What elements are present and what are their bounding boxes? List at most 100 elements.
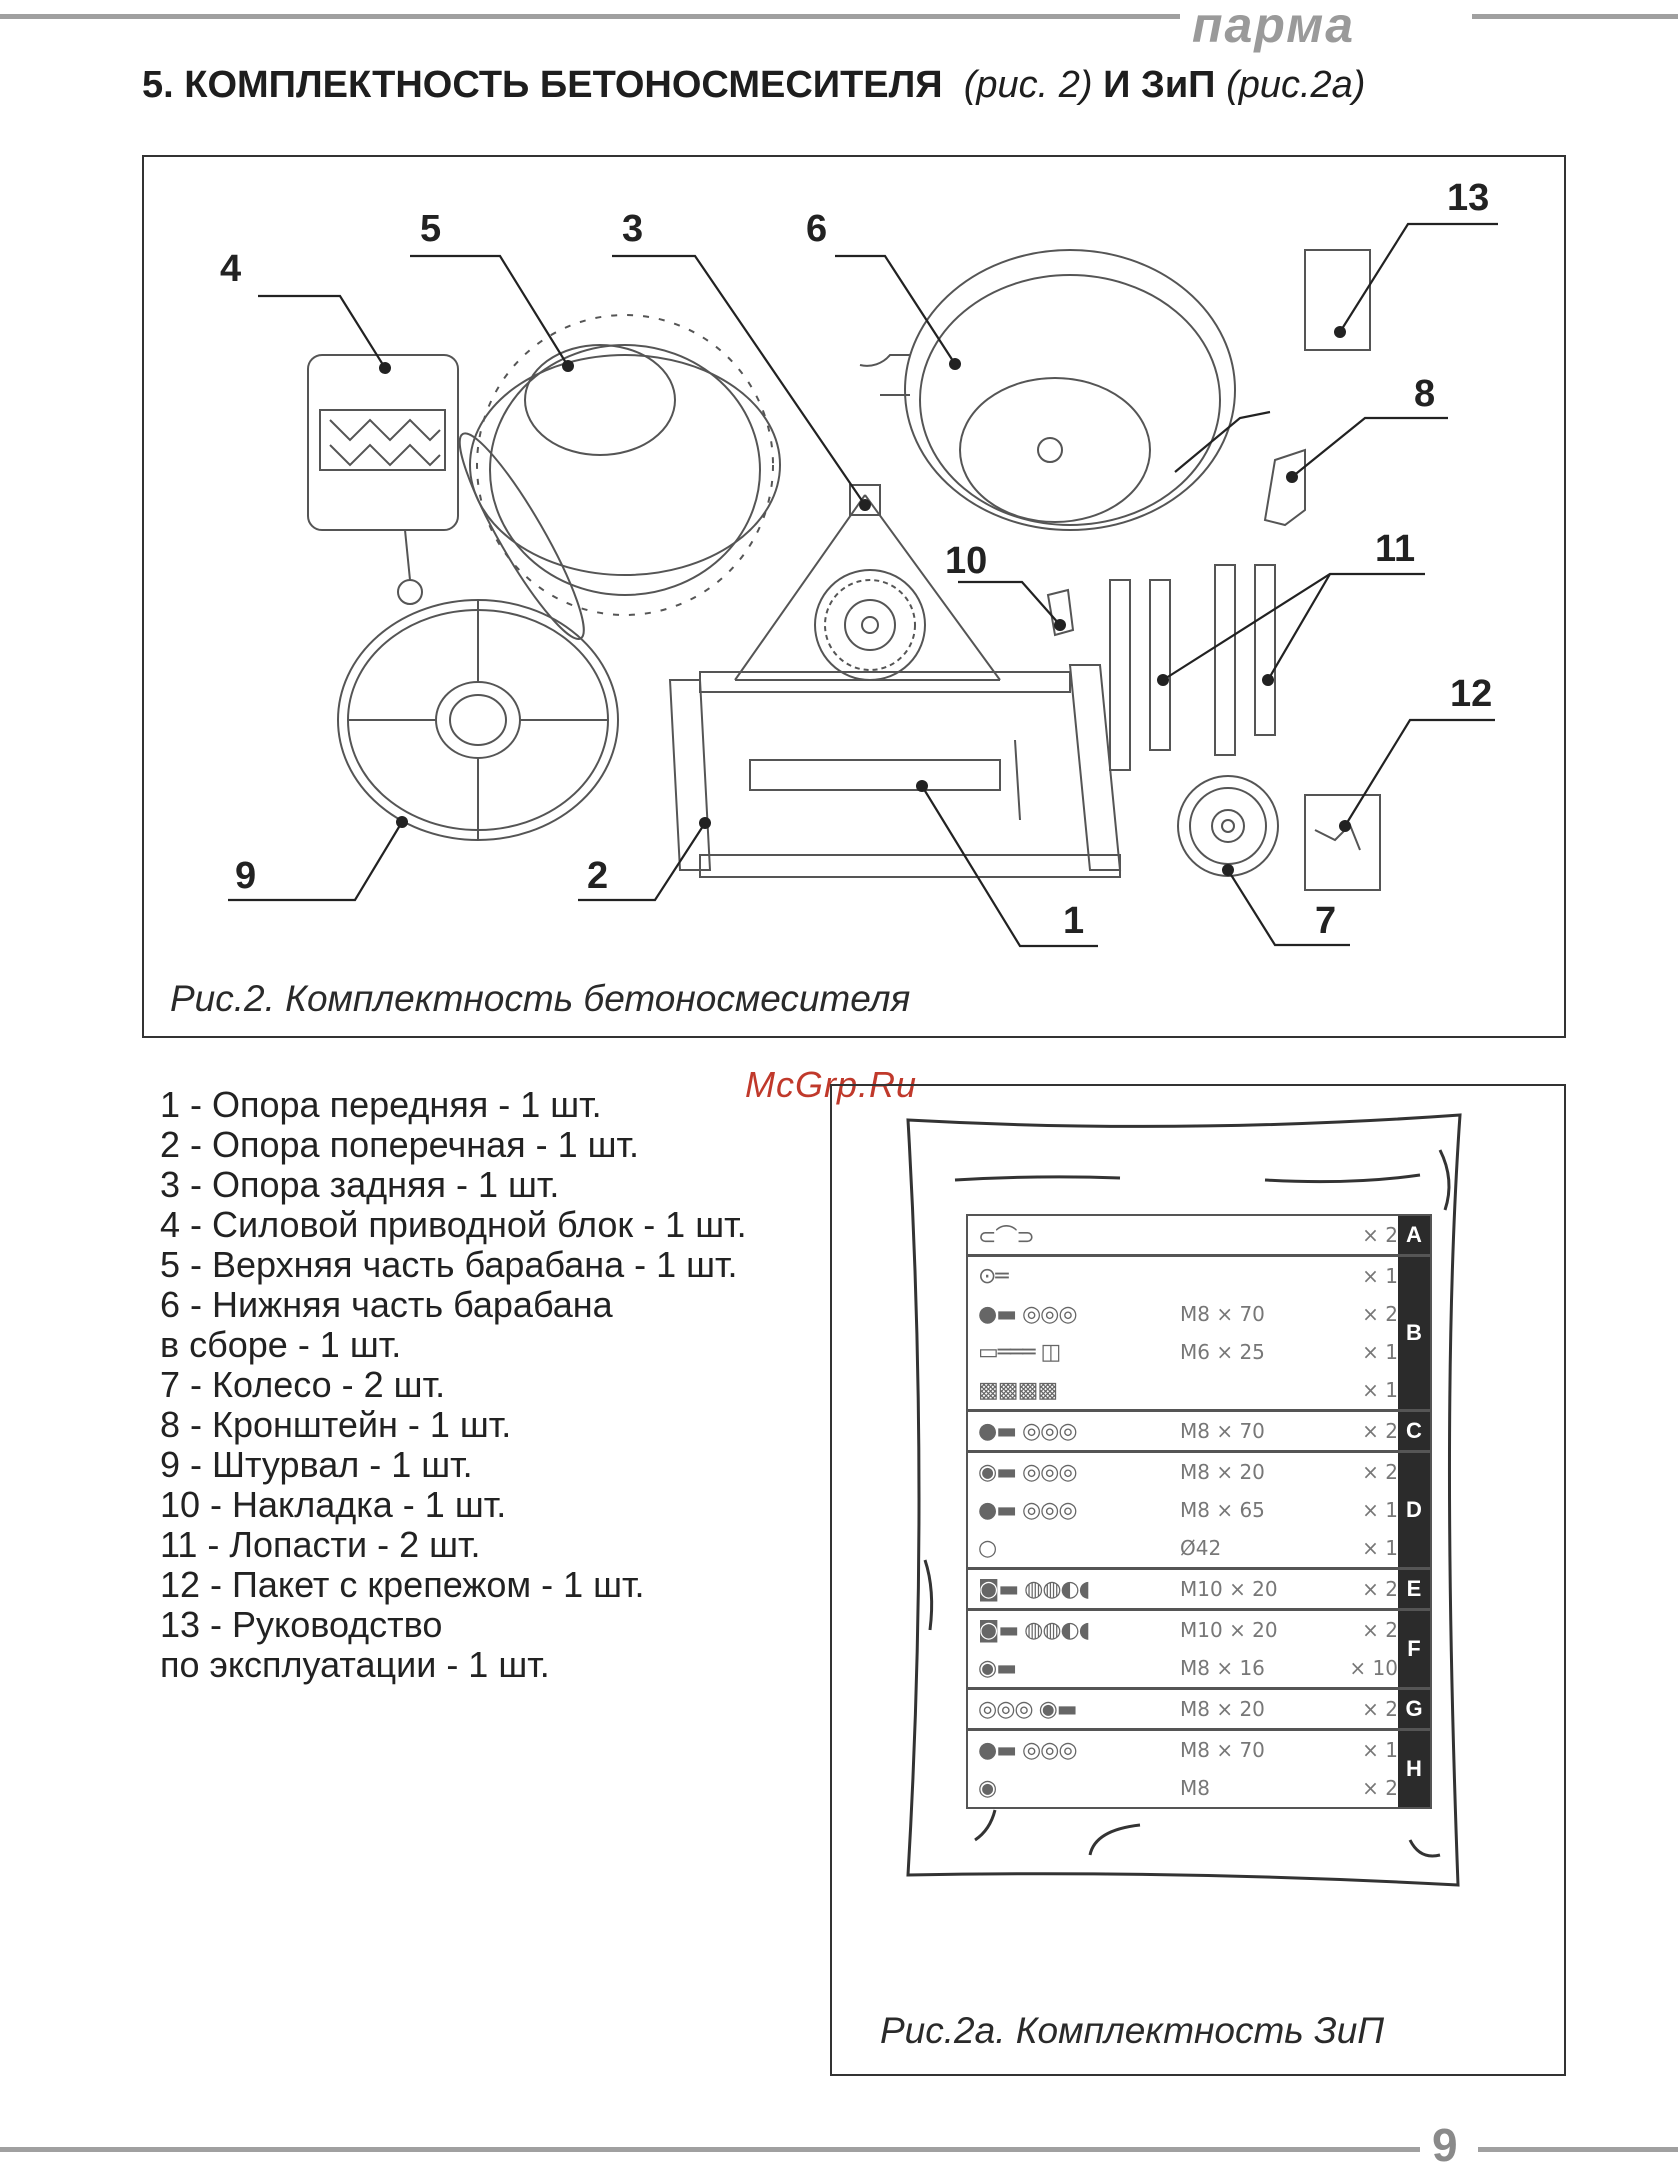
pad-shape [1046, 588, 1075, 637]
callout-1: 1 [1063, 900, 1085, 942]
callout-3: 3 [622, 208, 644, 250]
callout-11: 11 [1375, 528, 1416, 570]
drive-unit-shape [307, 354, 459, 531]
fastener-icon: ⊂⌒⊃ [978, 1225, 1035, 1250]
list-item: 3 - Опора задняя - 1 шт. [160, 1164, 560, 1205]
table-row: ◉ M8 × 2 [968, 1769, 1398, 1807]
callout-2: 2 [587, 855, 609, 897]
fastener-icon: ●▬ ◎◎◎ [978, 1737, 1078, 1763]
lower-drum-shape [904, 249, 1236, 531]
list-item: 4 - Силовой приводной блок - 1 шт. [160, 1204, 747, 1245]
kit-group-a: ⊂⌒⊃ × 2 A [968, 1216, 1430, 1254]
fastener-kit-table: ⊂⌒⊃ × 2 A ⊙═ × 1 ●▬ ◎◎◎ M8 × 70 × 2 ▭═══… [966, 1214, 1432, 1809]
footer-rule-left [0, 2147, 1420, 2152]
callout-13: 13 [1447, 177, 1490, 219]
figure-2a-frame [830, 1084, 1566, 2076]
title-ref-fig2: (рис. 2) [963, 64, 1093, 106]
list-item: по эксплуатации - 1 шт. [160, 1644, 550, 1685]
callout-7: 7 [1315, 900, 1337, 942]
kit-group-h: ●▬ ◎◎◎ M8 × 70 × 1 ◉ M8 × 2 H [968, 1728, 1430, 1807]
table-row: ◙▬ ◍◍◐◖ M10 × 20 × 2 [968, 1570, 1398, 1608]
table-row: ⊙═ × 1 [968, 1257, 1398, 1295]
list-item: 5 - Верхняя часть барабана - 1 шт. [160, 1244, 738, 1285]
kit-letter-badge: A [1398, 1216, 1430, 1254]
table-row: ⊂⌒⊃ × 2 [968, 1216, 1398, 1254]
kit-letter-badge: C [1398, 1412, 1430, 1450]
kit-letter-badge: G [1398, 1690, 1430, 1728]
fastener-icon: ◙▬ ◍◍◐◖ [978, 1617, 1090, 1643]
title-main: 5. КОМПЛЕКТНОСТЬ БЕТОНОСМЕСИТЕЛЯ [142, 64, 943, 106]
page-number: 9 [1432, 2119, 1458, 2171]
list-item: 1 - Опора передняя - 1 шт. [160, 1084, 602, 1125]
manual-shape [1304, 249, 1371, 351]
list-item: 9 - Штурвал - 1 шт. [160, 1444, 473, 1485]
fastener-icon: ◙▬ ◍◍◐◖ [978, 1576, 1090, 1602]
callout-5: 5 [420, 208, 442, 250]
kit-group-g: ◎◎◎ ◉▬ M8 × 20 × 2 G [968, 1687, 1430, 1728]
list-item: 12 - Пакет с крепежом - 1 шт. [160, 1564, 645, 1605]
table-row: ●▬ ◎◎◎ M8 × 70 × 1 [968, 1731, 1398, 1769]
table-row: ◉▬ ◎◎◎ M8 × 20 × 2 [968, 1453, 1398, 1491]
kit-group-f: ◙▬ ◍◍◐◖ M10 × 20 × 2 ◉▬ M8 × 16 × 10 F [968, 1608, 1430, 1687]
table-row: ◙▬ ◍◍◐◖ M10 × 20 × 2 [968, 1611, 1398, 1649]
kit-group-b: ⊙═ × 1 ●▬ ◎◎◎ M8 × 70 × 2 ▭═══ ◫ M6 × 25… [968, 1254, 1430, 1409]
table-row: ●▬ ◎◎◎ M8 × 70 × 2 [968, 1412, 1398, 1450]
callout-4: 4 [220, 248, 242, 290]
table-row: ▩▩▩▩ × 1 [968, 1371, 1398, 1409]
fastener-icon: ○ [978, 1535, 997, 1561]
fastener-icon: ◉▬ [978, 1655, 1017, 1681]
list-item: 7 - Колесо - 2 шт. [160, 1364, 446, 1405]
header-rule-left [0, 14, 1180, 19]
fastener-icon: ◎◎◎ ◉▬ [978, 1696, 1078, 1722]
fastener-icon: ●▬ ◎◎◎ [978, 1301, 1078, 1327]
figure-2a-caption: Рис.2а. Комплектность ЗиП [880, 2010, 1385, 2051]
kit-letter-badge: D [1398, 1453, 1430, 1567]
footer-rule-right [1478, 2147, 1678, 2152]
blade-shape-2 [1214, 564, 1276, 756]
kit-group-d: ◉▬ ◎◎◎ M8 × 20 × 2 ●▬ ◎◎◎ M8 × 65 × 1 ○ … [968, 1450, 1430, 1567]
list-item: в сборе - 1 шт. [160, 1324, 402, 1365]
kit-letter-badge: H [1398, 1731, 1430, 1807]
figure-2-caption: Рис.2. Комплектность бетоносмесителя [170, 978, 911, 1019]
list-item: 2 - Опора поперечная - 1 шт. [160, 1124, 640, 1165]
list-item: 11 - Лопасти - 2 шт. [160, 1524, 481, 1565]
figure-2-frame [142, 155, 1566, 1038]
fastener-icon: ▭═══ ◫ [978, 1339, 1061, 1365]
callout-8: 8 [1414, 373, 1436, 415]
table-row: ●▬ ◎◎◎ M8 × 65 × 1 [968, 1491, 1398, 1529]
kit-group-e: ◙▬ ◍◍◐◖ M10 × 20 × 2 E [968, 1567, 1430, 1608]
kit-letter-badge: E [1398, 1570, 1430, 1608]
fastener-icon: ●▬ ◎◎◎ [978, 1497, 1078, 1523]
fastener-bag-shape [1304, 794, 1381, 891]
section-title: 5. КОМПЛЕКТНОСТЬ БЕТОНОСМЕСИТЕЛЯ (рис. 2… [142, 64, 1365, 107]
header-rule-right [1472, 14, 1678, 19]
callout-9: 9 [235, 855, 257, 897]
fastener-icon: ●▬ ◎◎◎ [978, 1418, 1078, 1444]
fastener-icon: ⊙═ [978, 1263, 1009, 1289]
callout-10: 10 [945, 540, 988, 582]
upper-drum-shape [469, 354, 781, 576]
list-item: 6 - Нижняя часть барабана [160, 1284, 613, 1325]
brand-logo: парма [1192, 0, 1356, 53]
parts-list: 1 - Опора передняя - 1 шт. 2 - Опора поп… [160, 1085, 747, 1685]
cross-support-shape [668, 679, 712, 871]
kit-letter-badge: F [1398, 1611, 1430, 1687]
list-item: 8 - Кронштейн - 1 шт. [160, 1404, 512, 1445]
fastener-icon: ▩▩▩▩ [978, 1377, 1058, 1403]
title-zip: И ЗиП [1103, 64, 1216, 106]
table-row: ◎◎◎ ◉▬ M8 × 20 × 2 [968, 1690, 1398, 1728]
table-row: ●▬ ◎◎◎ M8 × 70 × 2 [968, 1295, 1398, 1333]
table-row: ○ Ø42 × 1 [968, 1529, 1398, 1567]
list-item: 13 - Руководство [160, 1604, 443, 1645]
callout-6: 6 [806, 208, 828, 250]
title-ref-fig2a: (рис.2а) [1226, 64, 1366, 106]
kit-group-c: ●▬ ◎◎◎ M8 × 70 × 2 C [968, 1409, 1430, 1450]
bracket-shape [1263, 448, 1306, 527]
kit-letter-badge: B [1398, 1257, 1430, 1409]
fastener-icon: ◉▬ ◎◎◎ [978, 1459, 1078, 1485]
blade-shape-1 [1109, 579, 1171, 771]
list-item: 10 - Накладка - 1 шт. [160, 1484, 507, 1525]
table-row: ◉▬ M8 × 16 × 10 [968, 1649, 1398, 1687]
